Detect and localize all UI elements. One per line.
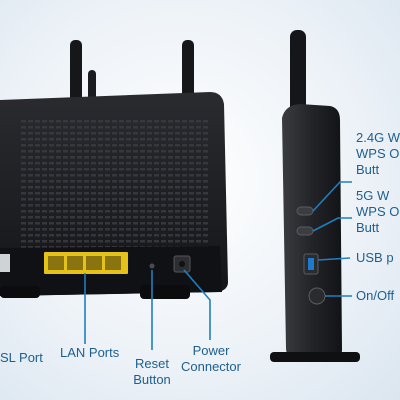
router-side-body <box>270 30 360 362</box>
reset-button-label: Reset Button <box>133 356 171 387</box>
power-connector-label: Power Connector <box>181 343 241 374</box>
wps24-callout-line <box>312 181 352 212</box>
power-callout-line <box>183 269 211 340</box>
power-jack <box>173 255 191 273</box>
lan-ports-label: LAN Ports <box>60 345 120 360</box>
reset-hole <box>149 263 155 269</box>
wps-5g-label: 5G W WPS O Butt <box>356 188 400 235</box>
dsl-port <box>0 254 10 272</box>
wps5-callout-line <box>312 217 352 232</box>
usb-callout-line <box>317 257 351 261</box>
wps-24g-label: 2.4G W WPS O Butt <box>356 130 400 177</box>
usb-port-label: USB p <box>356 250 394 265</box>
dsl-port-label: SL Port <box>0 350 43 365</box>
onoff-label: On/Off <box>356 288 395 303</box>
lan-ports <box>44 252 128 274</box>
